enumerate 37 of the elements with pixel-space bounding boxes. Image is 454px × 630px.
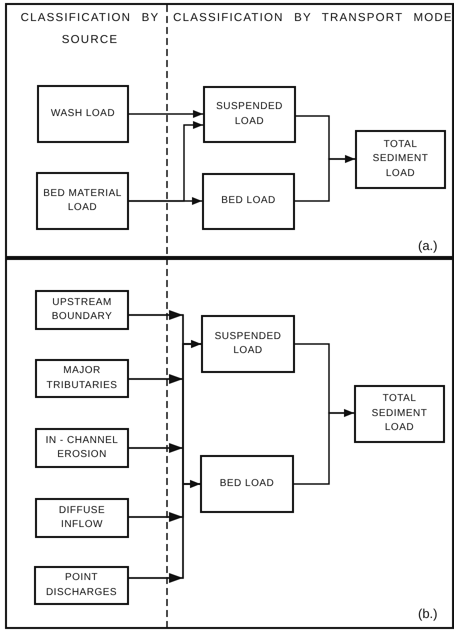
process-box <box>37 85 129 143</box>
process-box <box>202 173 295 230</box>
box-label: SUSPENDED LOAD <box>214 330 282 358</box>
arrow <box>129 197 202 205</box>
box-label: BED LOAD <box>221 194 276 208</box>
arrow <box>129 480 200 579</box>
panel-frame <box>5 258 454 629</box>
box-label: BED LOAD <box>220 476 274 491</box>
process-box <box>35 428 129 468</box>
box-label: DIFFUSE INFLOW <box>58 504 106 532</box>
box-label: TOTAL SEDIMENT LOAD <box>372 138 430 181</box>
column-heading: CLASSIFICATION BY TRANSPORT MODE <box>172 11 454 26</box>
process-box <box>35 290 129 330</box>
process-box <box>36 172 129 230</box>
arrow <box>295 155 355 202</box>
process-box <box>203 86 296 143</box>
box-label: POINT DISCHARGES <box>44 571 118 600</box>
box-label: SUSPENDED LOAD <box>215 100 284 128</box>
process-box <box>34 566 129 605</box>
process-box <box>355 130 446 189</box>
arrow <box>129 110 203 118</box>
box-label: WASH LOAD <box>50 106 116 121</box>
panel-label: (a.) <box>418 238 438 253</box>
box-label: UPSTREAM BOUNDARY <box>50 296 114 324</box>
box-label: IN - CHANNEL EROSION <box>44 434 120 462</box>
process-box <box>201 315 295 373</box>
box-label: MAJOR TRIBUTARIES <box>46 364 118 392</box>
arrow <box>294 409 354 485</box>
process-box <box>35 498 129 538</box>
panel-frame <box>5 3 454 258</box>
box-label: BED MATERIAL LOAD <box>42 186 123 215</box>
panel-label: (b.) <box>418 606 438 621</box>
process-box <box>354 385 445 443</box>
box-label: TOTAL SEDIMENT LOAD <box>370 392 428 436</box>
process-box <box>200 455 294 513</box>
process-box <box>35 359 129 398</box>
column-heading: CLASSIFICATION BY SOURCE <box>20 11 160 48</box>
